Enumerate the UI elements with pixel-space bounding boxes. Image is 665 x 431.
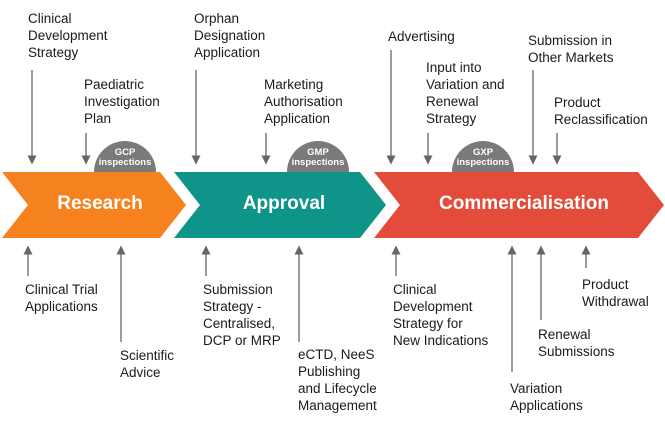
- gcp-inspection-label: GCP inspections: [94, 148, 156, 168]
- stage-commercialisation-label: Commercialisation: [439, 193, 609, 214]
- label-clinical-dev-new-indications: Clinical Development Strategy for New In…: [393, 282, 489, 348]
- stage-research-label: Research: [57, 193, 143, 214]
- label-submission-strategy: Submission Strategy - Centralised, DCP o…: [203, 282, 281, 348]
- gmp-inspection-line1: GMP: [307, 147, 329, 158]
- label-scientific-advice: Scientific Advice: [120, 348, 175, 380]
- label-product-withdrawal: Product Withdrawal: [582, 277, 649, 309]
- label-advertising: Advertising: [388, 29, 455, 44]
- label-marketing-authorisation-application: Marketing Authorisation Application: [264, 77, 343, 126]
- gmp-inspection-dome: [287, 141, 349, 172]
- label-ectd-publishing: eCTD, NeeS Publishing and Lifecycle Mana…: [298, 347, 377, 413]
- gcp-inspection-line2: inspections: [98, 157, 152, 168]
- stage-approval-label: Approval: [242, 193, 326, 214]
- gxp-inspection-dome: [452, 141, 514, 172]
- label-paediatric-investigation-plan: Paediatric Investigation Plan: [84, 77, 160, 126]
- label-input-into-variation: Input into Variation and Renewal Strateg…: [426, 60, 505, 126]
- gxp-inspection-label: GXP inspections: [452, 148, 514, 168]
- label-clinical-trial-applications: Clinical Trial Applications: [25, 282, 98, 314]
- gcp-inspection-dome: [94, 141, 156, 172]
- approval-chevron: [174, 172, 386, 238]
- gxp-inspection-line2: inspections: [456, 157, 510, 168]
- gcp-inspection-line1: GCP: [114, 147, 136, 158]
- label-orphan-designation-application: Orphan Designation Application: [194, 11, 266, 60]
- label-clinical-development-strategy: Clinical Development Strategy: [28, 11, 108, 60]
- commercialisation-chevron: [374, 172, 664, 238]
- label-renewal-submissions: Renewal Submissions: [538, 327, 615, 359]
- label-product-reclassification: Product Reclassification: [554, 95, 648, 127]
- gmp-inspection-line2: inspections: [291, 157, 345, 168]
- gxp-inspection-line1: GXP: [472, 147, 494, 158]
- label-variation-applications: Variation Applications: [510, 381, 583, 413]
- label-submission-other-markets: Submission in Other Markets: [528, 33, 614, 65]
- gmp-inspection-label: GMP inspections: [287, 148, 349, 168]
- research-chevron: [2, 172, 186, 238]
